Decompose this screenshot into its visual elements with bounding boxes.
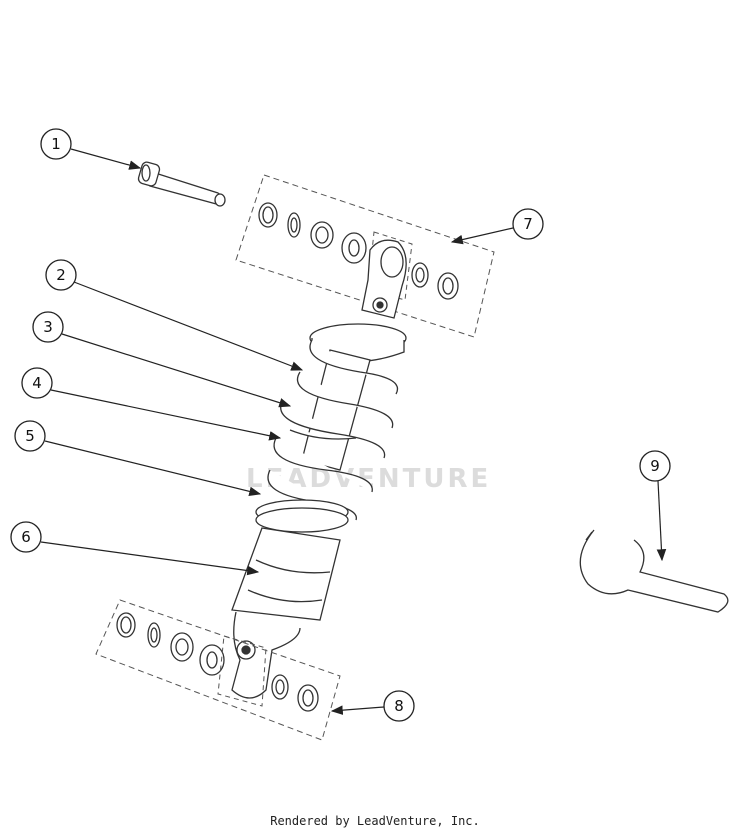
- callout-7: 7: [512, 208, 544, 240]
- lower-bushing-kit: [95, 599, 341, 741]
- svg-text:3: 3: [43, 318, 53, 336]
- shock-absorber: [231, 239, 407, 699]
- callout-5: 5: [14, 420, 46, 452]
- svg-text:7: 7: [523, 215, 533, 233]
- svg-text:6: 6: [21, 528, 31, 546]
- footer-credit: Rendered by LeadVenture, Inc.: [270, 814, 480, 828]
- callout-4: 4: [21, 367, 53, 399]
- bolt-part: [137, 161, 226, 207]
- callout-2: 2: [45, 259, 77, 291]
- svg-text:8: 8: [394, 697, 404, 715]
- callout-9: 9: [639, 450, 671, 482]
- svg-text:1: 1: [51, 135, 61, 153]
- callout-1: 1: [40, 128, 72, 160]
- callout-3: 3: [32, 311, 64, 343]
- upper-bushing-kit: [235, 174, 495, 338]
- spanner-wrench: [579, 529, 729, 613]
- svg-text:5: 5: [25, 427, 35, 445]
- callout-6: 6: [10, 521, 42, 553]
- svg-text:9: 9: [650, 457, 660, 475]
- svg-text:4: 4: [32, 374, 42, 392]
- leader-lines: [40, 148, 667, 715]
- svg-text:2: 2: [56, 266, 66, 284]
- callout-8: 8: [383, 690, 415, 722]
